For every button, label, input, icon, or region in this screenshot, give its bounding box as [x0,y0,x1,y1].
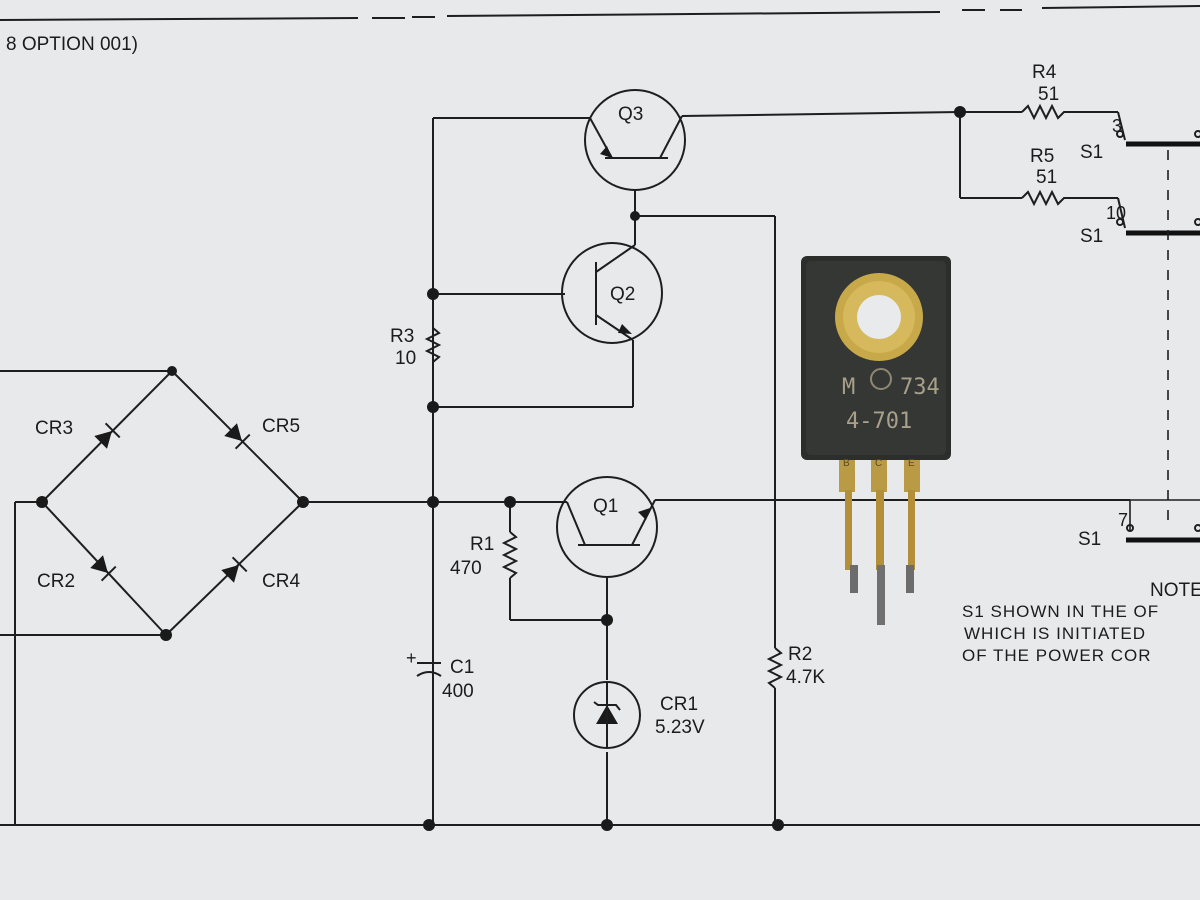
transistor-q3 [584,89,686,191]
resistor-r3 [424,327,442,363]
note-line-3: OF THE POWER COR [962,646,1151,665]
note-title: NOTE [1150,580,1200,601]
top-border [0,5,1200,21]
c1-polarity: + [406,648,417,668]
resistor-r4 [1021,103,1090,121]
label-q1: Q1 [593,496,618,517]
label-s1-b: S1 [1080,226,1103,247]
package-marking-1: 734 [900,375,940,400]
label-c1-value: 400 [442,681,474,702]
pin-10-label: 10 [1106,203,1126,223]
diode-cr3 [94,422,121,449]
label-r3-value: 10 [395,348,416,369]
label-s1-c: S1 [1078,529,1101,550]
label-r1: R1 [470,534,494,555]
label-r4-value: 51 [1038,84,1059,105]
pin-7-label: 7 [1118,510,1128,530]
label-cr4: CR4 [262,571,300,592]
label-cr5: CR5 [262,416,300,437]
zener-cr1 [573,681,641,749]
pin-label-c: C [875,458,882,469]
label-q2: Q2 [610,284,635,305]
resistor-r1 [501,531,519,579]
label-q3: Q3 [618,104,643,125]
switch-s1 [1090,111,1200,543]
label-cr1: CR1 [660,694,698,715]
diode-cr5 [224,423,251,450]
transistor-package: M 734 4-701 B C E [801,256,951,625]
label-r5-value: 51 [1036,167,1057,188]
label-r1-value: 470 [450,558,482,579]
option-caption: 8 OPTION 001) [6,34,138,55]
package-marking-2: 4-701 [846,409,912,434]
transistor-q2 [561,242,663,344]
label-cr3: CR3 [35,418,73,439]
transistor-q1 [556,476,658,578]
label-r2: R2 [788,644,812,665]
pin-3-label: 3 [1112,116,1122,136]
resistor-r2 [766,647,784,689]
note-line-1: S1 SHOWN IN THE OF [962,602,1159,621]
label-r3: R3 [390,326,414,347]
pin-label-b: B [843,458,850,469]
diode-cr4 [221,556,248,583]
label-r4: R4 [1032,62,1057,83]
capacitor-c1 [416,662,442,677]
note-line-2: WHICH IS INITIATED [964,624,1146,643]
package-logo: M [842,375,855,400]
label-r2-value: 4.7K [786,667,825,688]
main-wiring [0,106,1200,831]
pin-label-e: E [908,458,915,469]
label-c1: C1 [450,657,474,678]
label-s1-a: S1 [1080,142,1103,163]
label-cr1-value: 5.23V [655,717,705,738]
diode-cr2 [90,555,117,582]
label-cr2: CR2 [37,571,75,592]
label-r5: R5 [1030,146,1054,167]
resistor-r5 [1021,189,1090,207]
